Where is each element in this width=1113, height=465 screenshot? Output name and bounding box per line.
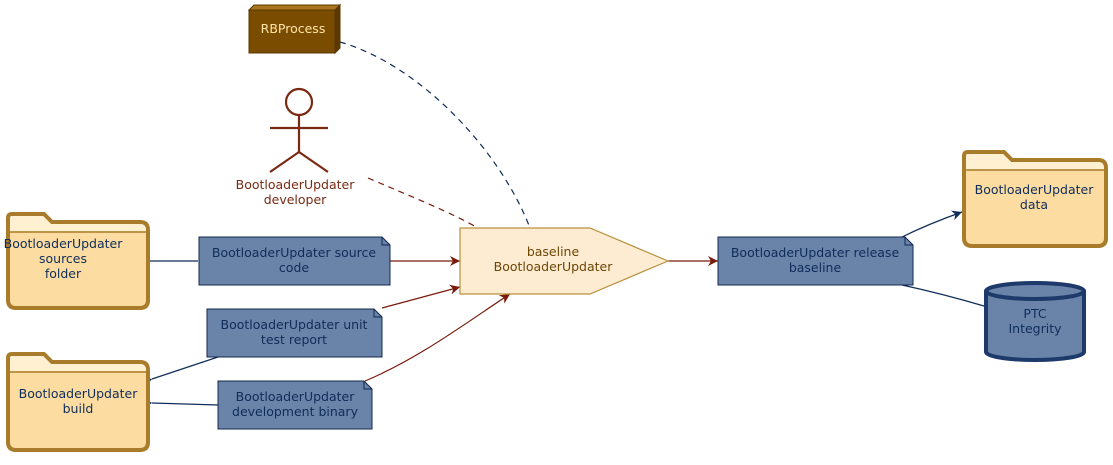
document-icon <box>717 236 914 286</box>
development-binary-label-line-2: development binary <box>232 404 359 419</box>
unit-test-report-artifact[interactable]: BootloaderUpdater unit test report <box>206 308 383 358</box>
source-code-label-line-1: BootloaderUpdater source <box>212 245 377 260</box>
build-folder-label-line-2: build <box>63 401 94 416</box>
sources-folder-node[interactable]: BootloaderUpdater sources folder <box>4 212 150 310</box>
data-folder-label-line-2: data <box>1020 197 1048 212</box>
rbprocess-label: RBProcess <box>261 21 326 36</box>
ptc-integrity-node[interactable]: PTC Integrity <box>984 281 1086 362</box>
build-folder-label-line-1: BootloaderUpdater <box>19 386 139 401</box>
folder-icon <box>6 352 150 452</box>
3d-box-icon <box>247 3 342 55</box>
baseline-process-node[interactable]: baseline BootloaderUpdater <box>459 227 670 295</box>
sources-folder-label-line-3: folder <box>45 266 82 281</box>
process-label-line-1: baseline <box>527 244 580 259</box>
developer-actor[interactable]: BootloaderUpdater developer <box>236 87 356 207</box>
folder-icon <box>962 150 1108 248</box>
source-code-artifact[interactable]: BootloaderUpdater source code <box>198 236 391 286</box>
release-baseline-label-line-1: BootloaderUpdater release <box>731 245 900 260</box>
data-folder-node[interactable]: BootloaderUpdater data <box>962 150 1108 248</box>
release-baseline-label-line-2: baseline <box>789 260 842 275</box>
document-icon <box>217 380 373 430</box>
development-binary-artifact[interactable]: BootloaderUpdater development binary <box>217 380 373 430</box>
source-code-label-line-2: code <box>279 260 309 275</box>
stick-figure-icon <box>269 87 329 173</box>
release-baseline-artifact[interactable]: BootloaderUpdater release baseline <box>717 236 914 286</box>
edge-release-data <box>899 210 963 239</box>
ptc-integrity-label-line-1: PTC <box>1023 306 1046 321</box>
edge-devbinary-process <box>364 293 511 382</box>
folder-icon <box>6 212 150 310</box>
data-folder-label-line-1: BootloaderUpdater <box>975 182 1095 197</box>
edge-build-unittest <box>136 356 219 387</box>
actor-label-line-1: BootloaderUpdater <box>236 177 356 192</box>
document-icon <box>206 308 383 358</box>
edges <box>134 34 1000 408</box>
sources-folder-label-line-1: BootloaderUpdater <box>4 236 124 251</box>
development-binary-label-line-1: BootloaderUpdater <box>236 389 356 404</box>
sources-folder-label-line-2: sources <box>39 251 87 266</box>
edge-release-ptc <box>901 284 1000 314</box>
unit-test-report-label-line-2: test report <box>261 332 327 347</box>
edge-unittest-process <box>381 284 461 309</box>
database-cylinder-icon <box>984 281 1086 362</box>
edge-rbprocess-process <box>324 34 531 229</box>
document-icon <box>198 236 391 286</box>
build-folder-node[interactable]: BootloaderUpdater build <box>6 352 150 452</box>
ptc-integrity-label-line-2: Integrity <box>1008 321 1062 336</box>
process-label-line-2: BootloaderUpdater <box>494 259 614 274</box>
edge-actor-process <box>367 177 479 229</box>
unit-test-report-label-line-1: BootloaderUpdater unit <box>221 317 368 332</box>
rbprocess-node[interactable]: RBProcess <box>247 3 342 55</box>
process-shape <box>459 227 670 295</box>
edge-build-devbinary <box>136 397 219 408</box>
actor-label-line-2: developer <box>264 192 327 207</box>
